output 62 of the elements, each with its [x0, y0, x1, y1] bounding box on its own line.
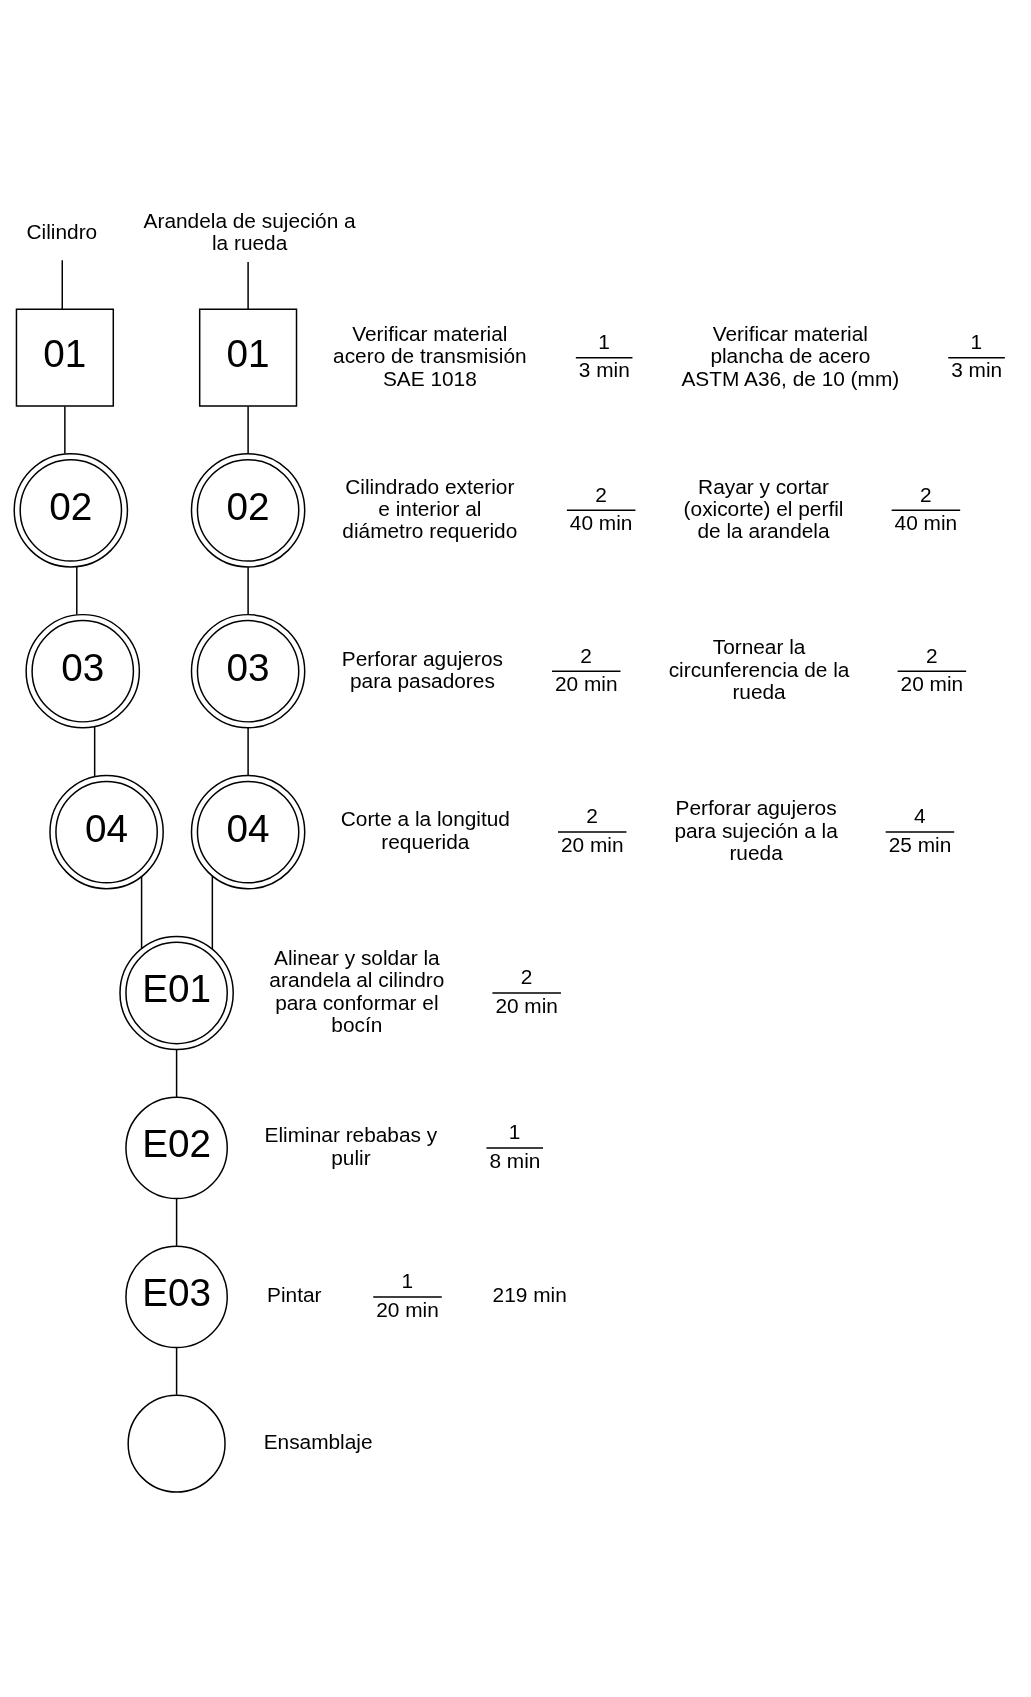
node-label: Verificar material acero de transmisión SAE 1018 [333, 321, 527, 390]
node-label: 8 min [489, 1148, 541, 1172]
node-label: 20 min [554, 671, 618, 695]
node-label: 2 [586, 804, 598, 828]
node-circle: E02 [125, 1096, 228, 1200]
node-label: 20 min [900, 671, 964, 695]
node-label: 20 min [376, 1297, 439, 1321]
node-label: 40 min [569, 511, 633, 535]
connector [93, 725, 96, 778]
node-label: Tornear la circunferencia de la rueda [668, 635, 850, 704]
connector [64, 405, 66, 455]
connector [76, 566, 78, 616]
node-label: Pintar [267, 1283, 322, 1307]
node-circle: 02 [190, 453, 306, 568]
node-circle: 02 [13, 453, 129, 568]
node-label: 40 min [894, 511, 958, 535]
node-label: 3 min [578, 358, 630, 382]
node-circle: 03 [25, 613, 141, 729]
node-label: Corte a la longitud requerida [340, 807, 510, 853]
node-label: Verificar material plancha de acero ASTM A36, de 10 (mm) [681, 321, 900, 390]
connector [175, 1347, 178, 1396]
node-label: 25 min [888, 832, 952, 856]
connector [61, 259, 63, 310]
node-label: Perforar agujeros para pasadores [341, 646, 503, 692]
node-circle: 04 [49, 774, 164, 890]
connector [140, 876, 143, 950]
node-label: 1 [401, 1269, 414, 1293]
node-label: 1 [970, 330, 983, 354]
node-label: Eliminar rebabas y pulir [264, 1123, 438, 1169]
node-label: 2 [925, 643, 938, 667]
node-text: Arandela de sujeción a la rueda [143, 208, 356, 254]
connector [247, 566, 249, 616]
connector [175, 1049, 178, 1099]
node-label: 2 [580, 643, 592, 667]
node-label: Alinear y soldar la arandela al cilindro para conformar el bocín [269, 945, 445, 1037]
connector [247, 405, 249, 455]
node-label: Ensamblaje [263, 1430, 373, 1454]
node-circle: 04 [190, 774, 306, 890]
node-circle: E03 [125, 1245, 228, 1349]
node-label: Cilindrado exterior e interior al diámetro requerido [342, 474, 518, 543]
node-label: 2 [595, 482, 607, 506]
node-label: 1 [508, 1120, 521, 1144]
node-circle: 03 [190, 613, 306, 729]
node-circle: E01 [119, 935, 234, 1051]
node-label: 2 [520, 965, 533, 989]
node-label: 3 min [951, 358, 1003, 382]
connector [175, 1198, 178, 1247]
node-label: 2 [919, 482, 932, 506]
node-label: Perforar agujeros para sujeción a la rueda [674, 796, 838, 864]
node-circle [127, 1394, 226, 1493]
node-label: 4 [913, 804, 926, 828]
connector [247, 727, 249, 777]
connector [211, 875, 214, 950]
label: 219 min [492, 1283, 567, 1307]
node-text: Cilindro [26, 219, 98, 243]
node-box: 01 [198, 308, 298, 407]
node-label: Rayar y cortar (oxicorte) el perfil de la arandela [683, 474, 844, 543]
node-box: 01 [15, 308, 115, 407]
connector [247, 261, 249, 310]
node-label: 20 min [495, 993, 558, 1017]
node-label: 1 [598, 330, 610, 354]
node-label: 20 min [560, 832, 624, 856]
